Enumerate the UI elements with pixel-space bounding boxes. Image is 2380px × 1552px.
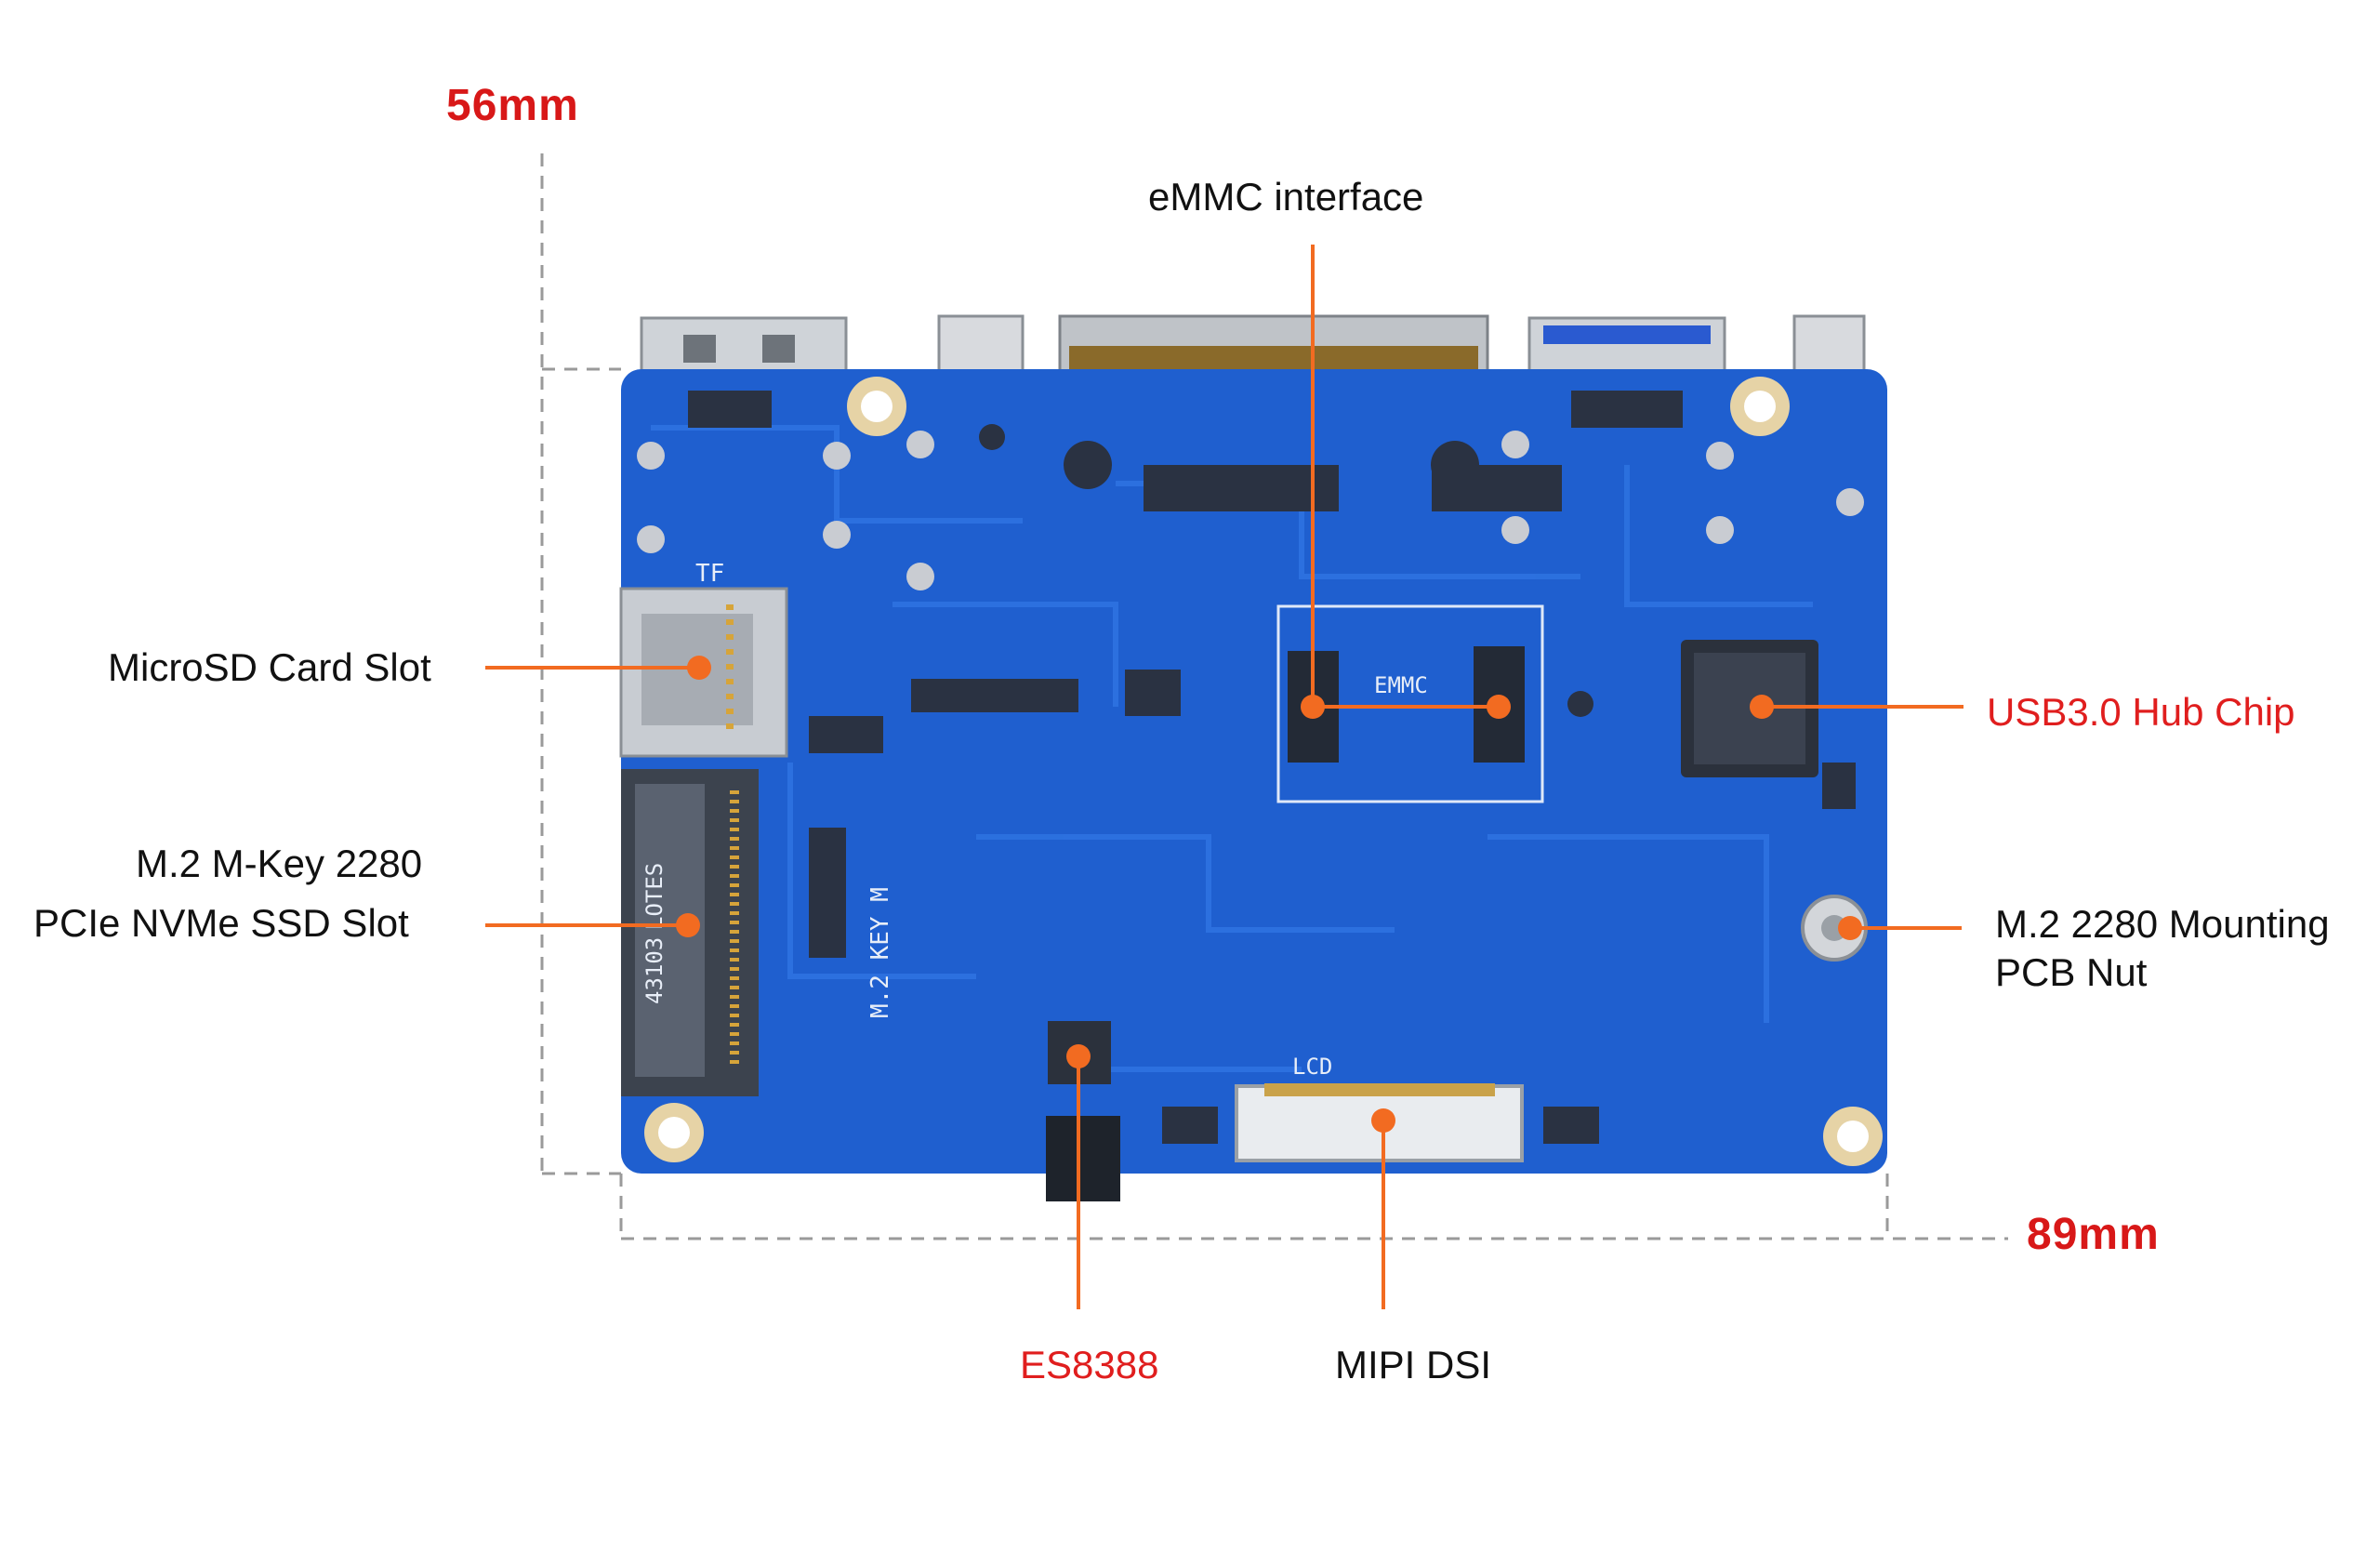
jack-right	[1792, 314, 1866, 376]
callout-lines	[485, 245, 1964, 1309]
width-dimension-label: 89mm	[2027, 1210, 2160, 1259]
m2-slot	[621, 769, 759, 1096]
usb-port-left	[640, 316, 848, 376]
label-mipi-dsi: MIPI DSI	[1335, 1343, 1492, 1386]
label-emmc-interface: eMMC interface	[1148, 175, 1424, 219]
callout-dots	[676, 656, 1862, 1133]
label-es8388: ES8388	[1020, 1343, 1159, 1386]
emmc-outline	[1276, 604, 1544, 803]
label-mounting-line2: PCB Nut	[1995, 950, 2148, 994]
label-microsd-slot: MicroSD Card Slot	[108, 645, 431, 689]
pcb-pads	[637, 431, 1864, 590]
top-connectors	[640, 314, 1866, 376]
jack-left	[937, 314, 1025, 376]
label-m2-line2: PCIe NVMe SSD Slot	[33, 901, 409, 945]
silk-part: 43103	[641, 937, 668, 1004]
silk-lcd: LCD	[1292, 1054, 1332, 1080]
callout-dot-mounting	[1838, 916, 1862, 940]
pcb-board	[621, 369, 1887, 1174]
height-dimension-label: 56mm	[446, 81, 579, 130]
silk-tf: TF	[695, 560, 724, 588]
silk-emmc: EMMC	[1374, 672, 1428, 698]
callout-dot-es8388	[1066, 1044, 1091, 1068]
label-usb3-hub-chip: USB3.0 Hub Chip	[1987, 690, 2295, 734]
audio-jack	[1046, 1116, 1120, 1201]
silk-m2-key: M.2 KEY M	[866, 887, 894, 1018]
components	[688, 391, 1856, 1144]
callout-dot-usb-hub	[1750, 695, 1774, 719]
callout-dot-emmc-left	[1301, 695, 1325, 719]
silk-lotes: LOTES	[641, 863, 668, 930]
label-m2-line1: M.2 M-Key 2280	[136, 842, 423, 885]
dimension-lines	[540, 153, 2008, 1240]
callout-dot-mipi	[1371, 1108, 1395, 1133]
callout-dot-microsd	[687, 656, 711, 680]
mounting-holes	[644, 377, 1883, 1166]
callout-dot-m2	[676, 913, 700, 937]
label-mounting-line1: M.2 2280 Mounting	[1995, 902, 2330, 946]
callout-dot-emmc-right	[1487, 695, 1511, 719]
